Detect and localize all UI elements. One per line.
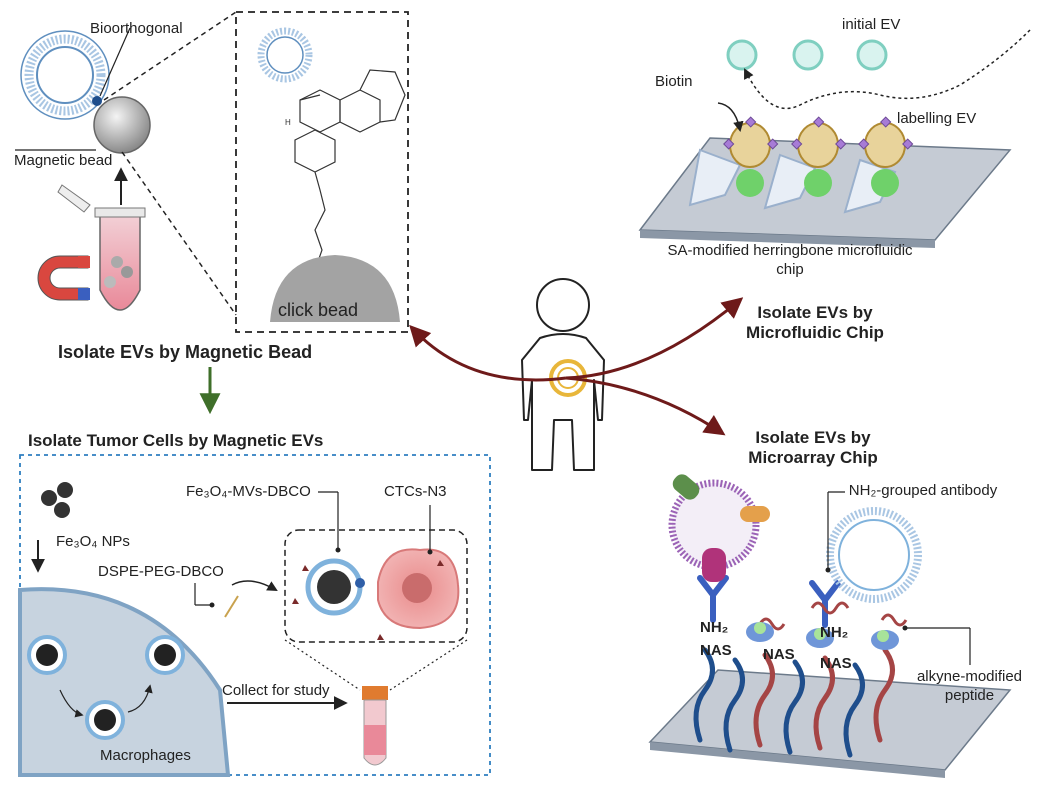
liposome-icon [257, 27, 313, 83]
labelling-ev-label: labelling EV [897, 110, 977, 127]
liposome-icon [20, 30, 110, 120]
click-bead-label: click bead [278, 300, 359, 320]
antibody-icon [697, 575, 841, 628]
isolate-magnetic-title: Isolate EVs by Magnetic Bead [58, 342, 313, 362]
liposome-icon [826, 507, 922, 603]
isolate-tumor-title: Isolate Tumor Cells by Magnetic EVs [28, 431, 324, 450]
microfluidic-chip-icon [638, 116, 1012, 248]
isolate-microarray-title: Isolate EVs by Microarray Chip [748, 428, 878, 468]
initial-ev-label: initial EV [842, 16, 901, 33]
nh2-label-a: NH₂ [700, 619, 729, 636]
tube-icon [57, 184, 146, 311]
collect-label: Collect for study [222, 682, 330, 699]
nh2-antibody-label: NH₂-grouped antibody [848, 482, 998, 499]
magnet-icon [37, 255, 90, 301]
microarray-chip-icon [648, 647, 1012, 778]
nas-label-a: NAS [700, 642, 732, 659]
click-bead-icon [270, 255, 400, 322]
nas-label-b: NAS [763, 646, 795, 663]
nanoparticles [41, 482, 73, 518]
ctc-cell-icon [377, 548, 460, 630]
mv-icon [305, 558, 365, 616]
dspe-label: DSPE-PEG-DBCO [98, 563, 224, 580]
magnetic-bead-label: Magnetic bead [14, 152, 113, 169]
bioorthogonal-label: Bioorthogonal [90, 20, 183, 37]
nh2-label-b: NH₂ [820, 624, 849, 641]
collect-tube-icon [362, 686, 388, 766]
magnetic-bead-icon [92, 96, 151, 154]
child-silhouette-icon [521, 278, 605, 471]
zoom-box [235, 11, 409, 333]
vesicle-purple-icon [668, 474, 770, 582]
arrow-to-microfluidic [565, 297, 744, 380]
isolate-microfluidic-title: Isolate EVs by Microfluidic Chip [746, 303, 884, 343]
sa-chip-label: SA-modified herringbone microfluidic chi… [667, 242, 913, 278]
nas-label-c: NAS [820, 655, 852, 672]
h-atom-label: H [285, 118, 291, 127]
macrophage-icon [18, 587, 231, 777]
fe3o4-mvs-label: Fe₃O₄-MVs-DBCO [186, 483, 311, 500]
arrow-to-magnetic [409, 324, 567, 382]
fe3o4-nps-label: Fe₃O₄ NPs [56, 533, 130, 550]
macrophages-label: Macrophages [100, 747, 191, 764]
arrow-to-microarray [565, 376, 726, 436]
ctcs-label: CTCs-N3 [384, 483, 447, 500]
biotin-label: Biotin [655, 73, 693, 90]
alkyne-peptide-label: alkyne-modified peptide [916, 668, 1023, 704]
